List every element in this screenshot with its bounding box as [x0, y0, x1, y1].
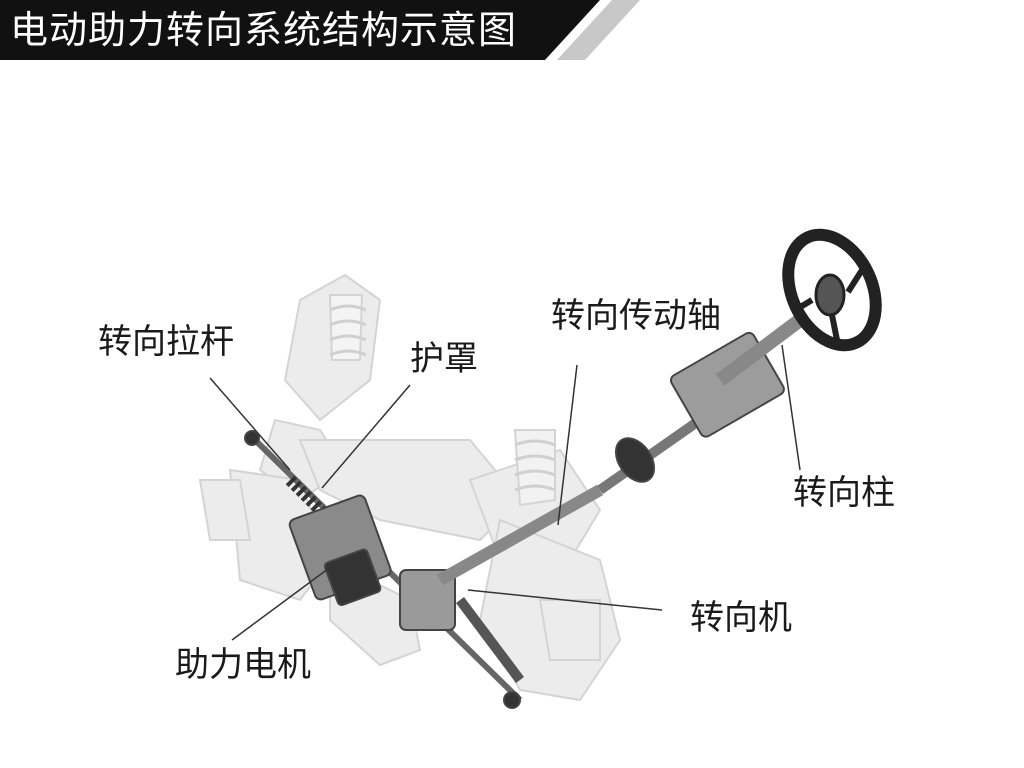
label-steering-shaft: 转向传动轴 — [551, 296, 721, 336]
leader-steering-gear — [467, 589, 663, 611]
title-banner-shape — [0, 0, 640, 60]
steering-rack — [244, 430, 524, 709]
steering-shaft — [437, 415, 703, 586]
leader-assist-motor — [231, 559, 341, 641]
label-tie-rod: 转向拉杆 — [98, 322, 234, 362]
leader-tie-rod — [209, 377, 291, 471]
spring-ghost — [329, 304, 556, 492]
leader-steering-column — [781, 344, 801, 471]
title-bar: 电动助力转向系统结构示意图 — [0, 0, 1024, 62]
leader-boot — [321, 384, 411, 489]
label-steering-gear: 转向机 — [690, 598, 792, 638]
leader-lines — [209, 344, 801, 641]
label-boot: 护罩 — [410, 339, 478, 379]
steering-wheel — [782, 228, 882, 352]
label-assist-motor: 助力电机 — [175, 645, 311, 685]
page-title: 电动助力转向系统结构示意图 — [10, 8, 518, 52]
label-steering-column: 转向柱 — [793, 473, 895, 513]
leader-steering-shaft — [557, 364, 578, 526]
steering-column — [669, 314, 805, 438]
